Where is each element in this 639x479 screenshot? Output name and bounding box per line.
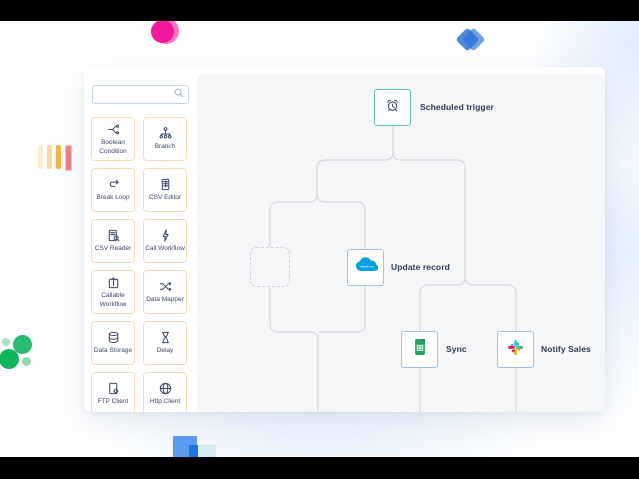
empty-step-placeholder[interactable] [250,247,290,287]
green-dot-pale-right [22,357,31,366]
connector-palette: Boolean Condition Branch Break Loop [91,117,188,412]
sidebar-tile-data-mapper[interactable]: Data Mapper [143,270,187,314]
search-input[interactable] [92,85,189,104]
data-storage-icon [106,330,121,345]
yellow-bar-3 [56,145,61,169]
notify-sales-node[interactable] [497,331,534,368]
sync-node[interactable] [401,331,438,368]
notify-sales-label: Notify Sales [541,344,591,354]
delay-icon [158,330,173,345]
call-workflow-icon [158,228,173,243]
dark-blue-square [189,445,198,461]
salesforce-logo: salesforce [352,255,380,280]
update-record-label: Update record [391,262,450,272]
workflow-canvas[interactable]: Scheduled trigger salesforce Update reco [197,75,605,412]
sidebar-tile-http-client[interactable]: Http Client [143,372,187,412]
sidebar-tile-call-workflow[interactable]: Call Workflow [143,219,187,263]
callable-workflow-icon [106,275,121,290]
csv-editor-icon [158,177,173,192]
yellow-bar-1 [38,145,43,169]
sidebar-tile-csv-editor[interactable]: CSV Editor [143,168,187,212]
svg-text:salesforce: salesforce [359,265,373,269]
sidebar-tile-delay[interactable]: Delay [143,321,187,365]
data-mapper-icon [158,279,173,294]
http-client-icon [158,381,173,396]
break-loop-icon [106,177,121,192]
pink-dot [151,20,174,43]
letterbox-top [0,0,639,21]
sidebar-tile-branch[interactable]: Branch [143,117,187,161]
alarm-clock-icon [385,98,400,118]
sidebar-tile-boolean-condition[interactable]: Boolean Condition [91,117,135,161]
sync-label: Sync [446,344,467,354]
workflow-builder-card: Boolean Condition Branch Break Loop [84,67,605,412]
workflow-connectors [269,126,517,412]
sidebar-tile-ftp-client[interactable]: FTP Client [91,372,135,412]
sidebar-tile-csv-reader[interactable]: CSV Reader [91,219,135,263]
boolean-condition-icon [106,122,121,137]
green-dot-pale-small [2,338,10,346]
google-sheets-logo [412,338,428,361]
scheduled-trigger-node[interactable] [374,89,411,126]
scheduled-trigger-label: Scheduled trigger [420,102,494,112]
update-record-node[interactable]: salesforce [347,249,384,286]
red-bar [65,145,72,171]
slack-logo [507,339,524,361]
letterbox-bottom [0,457,639,479]
yellow-bar-2 [47,145,52,169]
green-dot-big [0,349,19,369]
sidebar-tile-break-loop[interactable]: Break Loop [91,168,135,212]
branch-icon [158,126,173,141]
sidebar-tile-callable-workflow[interactable]: Callable Workflow [91,270,135,314]
sidebar-tile-data-storage[interactable]: Data Storage [91,321,135,365]
ftp-client-icon [106,381,121,396]
connector-search [92,84,189,104]
green-dot-medium [13,335,32,354]
csv-reader-icon [106,228,121,243]
